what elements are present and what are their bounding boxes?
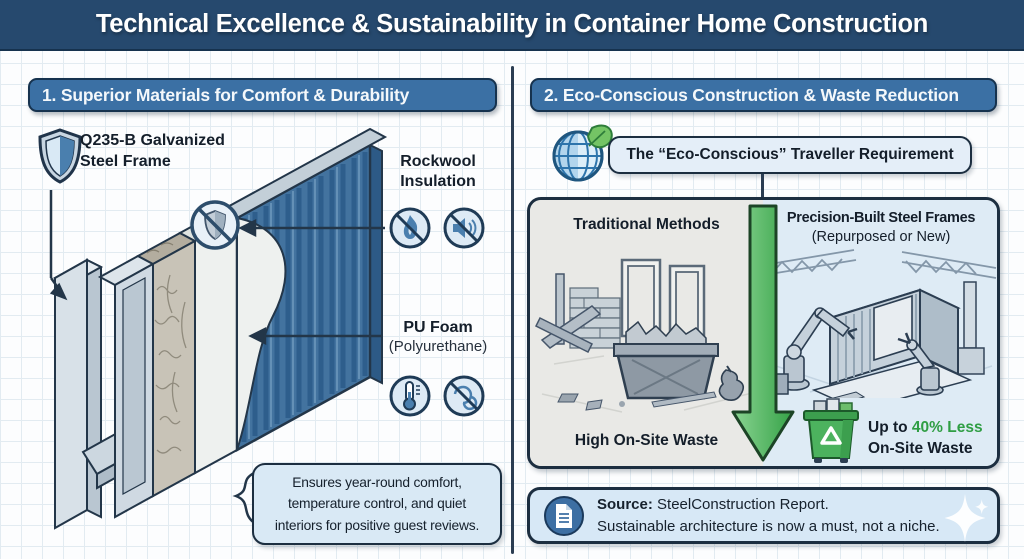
shield-icon: [38, 128, 82, 184]
requirement-banner: The “Eco-Conscious” Traveller Requiremen…: [608, 136, 972, 174]
comfort-note-line2: temperature control, and quiet: [287, 496, 467, 512]
precision-subtitle: (Repurposed or New): [811, 229, 951, 245]
precision-title: Precision-Built Steel Frames: [786, 210, 976, 226]
rockwool-label-line2: Insulation: [400, 173, 476, 190]
comfort-note-line1: Ensures year-round comfort,: [292, 475, 462, 490]
rockwool-layer: [135, 231, 198, 498]
factory-assembly-illustration: [770, 249, 997, 398]
source-label: Source:: [597, 495, 653, 513]
pu-foam-label: PU Foam (Polyurethane): [375, 318, 501, 355]
steel-frame-label: Q235-B Galvanized Steel Frame: [80, 130, 225, 172]
pu-foam-label-line1: PU Foam: [403, 319, 473, 336]
traditional-caption: High On-Site Waste: [574, 432, 719, 449]
pu-foam-pointer-arrow: [248, 326, 383, 346]
waste-stat-highlight: 40% Less: [911, 419, 983, 436]
steel-frame-pointer-arrow: [49, 190, 68, 301]
steel-frame-label-line2: Steel Frame: [80, 153, 171, 170]
panel-divider: [511, 66, 514, 554]
steel-frame-label-line1: Q235-B Galvanized: [80, 132, 225, 149]
thermometer-icon: [389, 375, 431, 417]
left-panel-title: 1. Superior Materials for Comfort & Dura…: [42, 84, 410, 105]
no-fire-icon: [389, 207, 431, 249]
traditional-construction-illustration: [534, 258, 757, 413]
container-wall-cutaway-illustration: [49, 127, 388, 530]
no-draft-icon: [443, 375, 485, 417]
document-icon: [544, 495, 584, 536]
left-panel-header: 1. Superior Materials for Comfort & Dura…: [28, 78, 497, 112]
comfort-note: Ensures year-round comfort, temperature …: [252, 463, 502, 546]
waste-stat-prefix: Up to: [868, 419, 912, 436]
rockwool-label: Rockwool Insulation: [378, 152, 498, 192]
roof-truss: [770, 249, 997, 279]
container-frame: [827, 288, 961, 386]
waste-stat: Up to 40% Less On-Site Waste: [868, 418, 996, 460]
pu-foam-label-line2: (Polyurethane): [388, 338, 488, 355]
waste-stat-line1: Up to 40% Less: [868, 418, 996, 439]
traditional-title: Traditional Methods: [573, 216, 720, 233]
robot-arm-left: [778, 307, 858, 391]
source-text: Source: SteelConstruction Report. Sustai…: [597, 494, 940, 538]
comparison-box: Traditional Methods: [527, 197, 1000, 469]
rockwool-label-line1: Rockwool: [400, 153, 476, 170]
right-panel-header: 2. Eco-Conscious Construction & Waste Re…: [530, 78, 997, 112]
source-line1: Source: SteelConstruction Report.: [597, 494, 940, 516]
waste-stat-line2: On-Site Waste: [868, 439, 973, 457]
page-title: Technical Excellence & Sustainability in…: [95, 10, 929, 38]
sparkle-icon: [944, 493, 989, 543]
comfort-note-line3: interiors for positive guest reviews.: [274, 517, 480, 533]
requirement-banner-text: The “Eco-Conscious” Traveller Requiremen…: [626, 146, 954, 163]
source-line2: Sustainable architecture is now a must, …: [597, 517, 940, 535]
no-rust-icon: [190, 200, 240, 250]
recycle-bin-icon: [803, 398, 859, 463]
corrugated-steel-panel: [219, 127, 388, 453]
globe-leaf-icon: [552, 124, 613, 182]
rockwool-pointer-arrow: [238, 218, 385, 238]
source-box: Source: SteelConstruction Report. Sustai…: [527, 487, 1000, 544]
robot-arm-right: [897, 332, 944, 396]
right-panel-title: 2. Eco-Conscious Construction & Waste Re…: [544, 84, 959, 105]
bubble-connector-squiggle: [232, 470, 257, 526]
no-sound-icon: [443, 207, 485, 249]
banner-connector-line: [761, 174, 764, 198]
source-report: SteelConstruction Report.: [652, 495, 829, 513]
waste-reduction-down-arrow: [731, 204, 795, 462]
header-banner: Technical Excellence & Sustainability in…: [0, 0, 1024, 51]
